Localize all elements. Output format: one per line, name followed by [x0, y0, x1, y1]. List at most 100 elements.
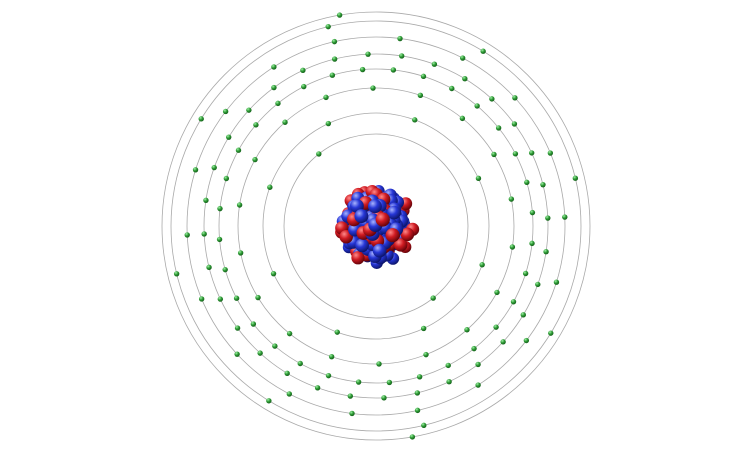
electron-icon	[235, 147, 242, 153]
electron-icon	[523, 337, 530, 344]
electron-icon	[184, 232, 190, 238]
orbit-shell-8	[161, 11, 591, 441]
electron-icon	[365, 51, 371, 57]
electron-icon	[553, 279, 560, 285]
electron-icon	[381, 395, 387, 401]
electron-icon	[192, 167, 199, 173]
electron-icon	[325, 23, 331, 30]
electron-icon	[267, 184, 273, 190]
electron-icon	[359, 66, 366, 73]
electron-icon	[416, 374, 423, 380]
electron-icon	[423, 351, 429, 358]
electron-icon	[446, 378, 452, 385]
electron-icon	[520, 312, 526, 318]
electron-icon	[495, 125, 502, 131]
electron-icon	[471, 345, 477, 352]
electron-icon	[286, 330, 293, 337]
electron-icon	[475, 361, 481, 368]
electron-icon	[271, 84, 277, 91]
neutron-icon	[354, 209, 369, 224]
electron-icon	[540, 181, 546, 188]
electron-icon	[431, 61, 438, 67]
electron-icon	[233, 295, 240, 301]
electron-icon	[414, 407, 421, 414]
electrons	[173, 12, 579, 440]
electron-icon	[217, 296, 224, 302]
electron-icon	[493, 324, 499, 330]
electron-icon	[316, 151, 322, 157]
electron-icon	[421, 422, 427, 429]
electron-icon	[331, 56, 338, 62]
electron-icon	[547, 150, 554, 156]
electron-icon	[246, 107, 252, 113]
electron-icon	[234, 325, 241, 331]
proton-icon	[351, 251, 365, 265]
electron-icon	[271, 64, 277, 70]
electron-icon	[459, 115, 466, 122]
electron-icon	[349, 410, 355, 417]
electron-icon	[234, 351, 240, 357]
proton-icon	[400, 227, 415, 242]
electron-icon	[491, 151, 497, 158]
electron-icon	[257, 350, 263, 356]
electron-icon	[334, 329, 340, 335]
orbit-shell-4	[218, 68, 534, 384]
electron-icon	[510, 299, 517, 305]
electron-icon	[390, 67, 397, 73]
electron-icon	[314, 385, 321, 391]
electron-icon	[543, 249, 549, 255]
electron-icon	[297, 360, 303, 367]
neutron-icon	[355, 238, 369, 253]
electron-icon	[266, 398, 272, 404]
electron-icon	[399, 53, 405, 59]
electron-icon	[548, 330, 554, 336]
electron-icon	[198, 116, 204, 122]
electron-icon	[464, 327, 470, 333]
electron-icon	[250, 321, 257, 327]
electron-icon	[562, 214, 568, 220]
orbit-shell-1	[283, 133, 469, 319]
electron-icon	[203, 197, 209, 203]
electron-icon	[300, 67, 306, 74]
orbit-shell-6	[186, 36, 566, 416]
electron-icon	[489, 96, 495, 102]
electron-icon	[512, 151, 519, 157]
electron-icon	[500, 339, 506, 345]
electron-icon	[475, 382, 481, 388]
electron-icon	[445, 362, 451, 369]
electron-icon	[420, 325, 427, 332]
electron-icon	[282, 119, 288, 125]
electron-icon	[301, 83, 307, 90]
electron-icon	[535, 281, 541, 288]
proton-icon	[375, 212, 390, 227]
neutron-icon	[387, 205, 401, 220]
electron-icon	[173, 271, 180, 277]
electron-icon	[528, 150, 535, 156]
orbit-shell-2	[262, 112, 490, 340]
electron-icon	[524, 179, 530, 186]
electron-icon	[325, 372, 332, 379]
electron-icon	[522, 270, 529, 277]
proton-icon	[394, 238, 408, 252]
electron-icon	[329, 72, 336, 78]
orbit-rings	[161, 11, 591, 441]
electron-icon	[272, 343, 278, 349]
electron-icon	[206, 264, 212, 271]
electron-icon	[331, 38, 338, 45]
electron-icon	[414, 390, 421, 396]
nucleus	[335, 184, 420, 269]
orbit-shell-7	[170, 20, 582, 432]
electron-icon	[270, 270, 277, 277]
electron-icon	[325, 120, 332, 127]
electron-icon	[529, 209, 536, 216]
neutron-icon	[372, 243, 387, 258]
electron-icon	[216, 236, 223, 243]
electron-icon	[328, 353, 335, 360]
electron-icon	[253, 122, 259, 128]
electron-icon	[430, 295, 436, 301]
electron-icon	[511, 121, 518, 127]
electron-icon	[198, 296, 205, 302]
electron-icon	[222, 266, 228, 273]
electron-icon	[529, 240, 535, 247]
electron-icon	[222, 108, 229, 115]
